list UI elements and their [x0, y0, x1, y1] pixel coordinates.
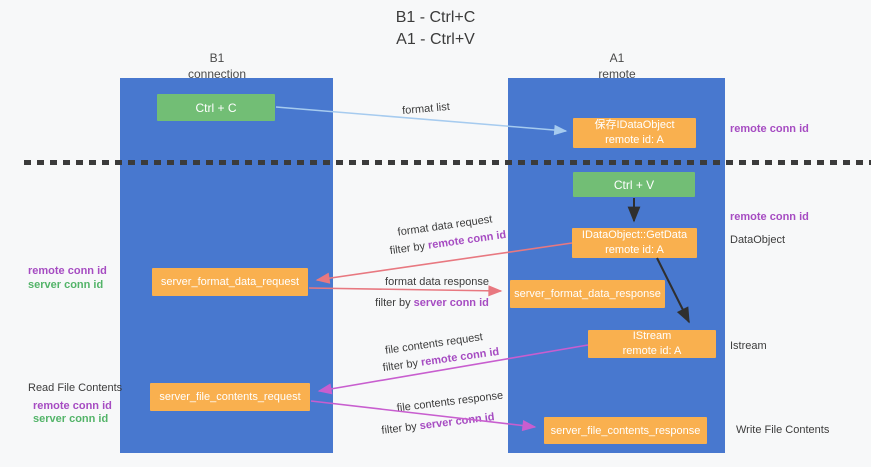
node-istream-line1: IStream: [632, 330, 672, 343]
right-label-dataobject: DataObject: [730, 234, 786, 246]
filter-by-text: filter by: [382, 356, 422, 375]
filter-by-text: filter by: [389, 239, 429, 258]
node-server-format-data-response: server_format_data_response: [510, 280, 665, 308]
left-column-header-line1: B1: [209, 51, 225, 65]
right-label-istream: Istream: [730, 340, 767, 352]
node-idataobject-getdata: IDataObject::GetData remote id: A: [572, 228, 697, 258]
left-column-header: B1 connection: [147, 51, 287, 82]
edge-label-filter-server-1: filter by server conn id: [375, 297, 489, 309]
node-ctrl-c-label: Ctrl + C: [195, 100, 237, 115]
node-ctrl-v: Ctrl + V: [573, 172, 695, 197]
server-conn-id-text: server conn id: [413, 297, 489, 309]
node-server-format-data-response-label: server_format_data_response: [514, 288, 661, 300]
node-save-idataobject-line2: remote id: A: [605, 134, 664, 146]
left-label-server-conn-id-2: server conn id: [33, 413, 109, 425]
diagram-title: B1 - Ctrl+C A1 - Ctrl+V: [0, 7, 871, 50]
left-label-read-file-contents: Read File Contents: [28, 382, 123, 394]
node-server-format-data-request-label: server_format_data_request: [160, 276, 300, 288]
node-server-file-contents-response: server_file_contents_response: [544, 417, 707, 444]
node-ctrl-c: Ctrl + C: [157, 94, 275, 121]
node-server-file-contents-request-label: server_file_contents_request: [159, 391, 301, 403]
node-istream-line2: remote id: A: [622, 345, 682, 357]
node-idataobject-getdata-line2: remote id: A: [605, 244, 664, 256]
right-column-header-line2: remote: [598, 66, 636, 81]
server-conn-id-text: server conn id: [419, 411, 496, 433]
left-label-remote-conn-id-2: remote conn id: [33, 400, 112, 412]
right-label-remote-conn-id-2: remote conn id: [730, 211, 809, 223]
node-save-idataobject: 保存IDataObject remote id: A: [573, 118, 696, 148]
title-line-1: B1 - Ctrl+C: [395, 9, 476, 26]
node-server-file-contents-response-label: server_file_contents_response: [550, 424, 701, 437]
edge-label-format-list: format list: [401, 100, 451, 118]
filter-by-text: filter by: [375, 297, 414, 309]
title-line-2: A1 - Ctrl+V: [396, 30, 475, 48]
edge-label-format-data-response: format data response: [385, 276, 489, 288]
node-istream: IStream remote id: A: [588, 330, 716, 358]
filter-by-text: filter by: [380, 420, 421, 437]
node-server-format-data-request: server_format_data_request: [152, 268, 308, 296]
edge-label-file-contents-response: file contents response: [396, 389, 504, 415]
right-column-header-line1: A1: [609, 51, 625, 65]
node-ctrl-v-label: Ctrl + V: [613, 177, 655, 192]
node-idataobject-getdata-line1: IDataObject::GetData: [581, 229, 688, 242]
left-label-remote-conn-id-1: remote conn id: [28, 265, 107, 277]
left-label-server-conn-id-1: server conn id: [28, 279, 104, 291]
right-label-write-file-contents: Write File Contents: [736, 424, 830, 436]
right-label-remote-conn-id-1: remote conn id: [730, 123, 809, 135]
right-column-header: A1 remote: [547, 51, 687, 82]
node-save-idataobject-line1: 保存IDataObject: [594, 119, 675, 132]
left-column-header-line2: connection: [187, 66, 247, 81]
dashed-separator-line: [24, 160, 871, 165]
node-server-file-contents-request: server_file_contents_request: [150, 383, 310, 411]
arrow-format-data-response: [308, 285, 503, 297]
edge-label-filter-server-2: filter by server conn id: [381, 411, 495, 437]
